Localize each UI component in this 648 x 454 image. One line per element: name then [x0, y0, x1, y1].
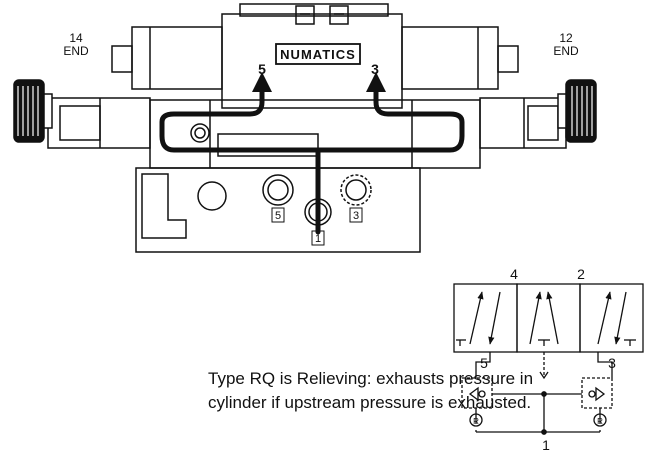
regulator-right — [593, 413, 607, 427]
base-port-5-box — [271, 207, 285, 223]
check-valve-left — [461, 377, 493, 409]
symbol-port-3: 3 — [608, 355, 616, 371]
end-left-label: END — [63, 44, 89, 58]
base-port-3-label: 3 — [353, 210, 359, 222]
regulator-left-label: R — [473, 417, 479, 426]
caption: Type RQ is Relieving: exhausts pressure … — [208, 367, 534, 415]
valve-assembly — [13, 3, 597, 169]
symbol-port-5: 5 — [480, 355, 488, 371]
connector-left — [295, 5, 315, 25]
end-right-label: END — [553, 44, 579, 58]
base-port-3-box — [349, 207, 363, 223]
symbol-box-right — [579, 283, 644, 353]
flow-path — [159, 72, 465, 235]
end-left-number: 14 — [69, 31, 83, 45]
brand-logo: NUMATICS — [280, 47, 356, 62]
symbol-port-4: 4 — [510, 266, 518, 282]
flow-port-left-label: 5 — [258, 61, 266, 77]
connector-right — [329, 5, 349, 25]
solenoid-left — [131, 26, 223, 90]
caption-line-1: Type RQ is Relieving: exhausts pressure … — [208, 369, 534, 388]
flow-arrow-left — [159, 72, 321, 235]
base-port-1-label: 1 — [315, 233, 321, 245]
symbol-port-2: 2 — [577, 266, 585, 282]
pneumatic-symbol — [453, 283, 644, 435]
brand-logo-frame — [275, 43, 361, 65]
solenoid-right — [401, 26, 499, 90]
caption-line-2: cylinder if upstream pressure is exhaust… — [208, 393, 532, 412]
check-valve-right — [581, 377, 613, 409]
regulator-left — [469, 413, 483, 427]
regulator-right-label: R — [597, 417, 603, 426]
base-port-5-label: 5 — [275, 210, 281, 222]
flow-arrow-right — [315, 72, 465, 153]
end-right-number: 12 — [559, 31, 573, 45]
knob-ridges — [17, 86, 593, 136]
flow-port-right-label: 3 — [371, 61, 379, 77]
symbol-box-left — [453, 283, 518, 353]
symbol-port-1: 1 — [542, 437, 550, 453]
